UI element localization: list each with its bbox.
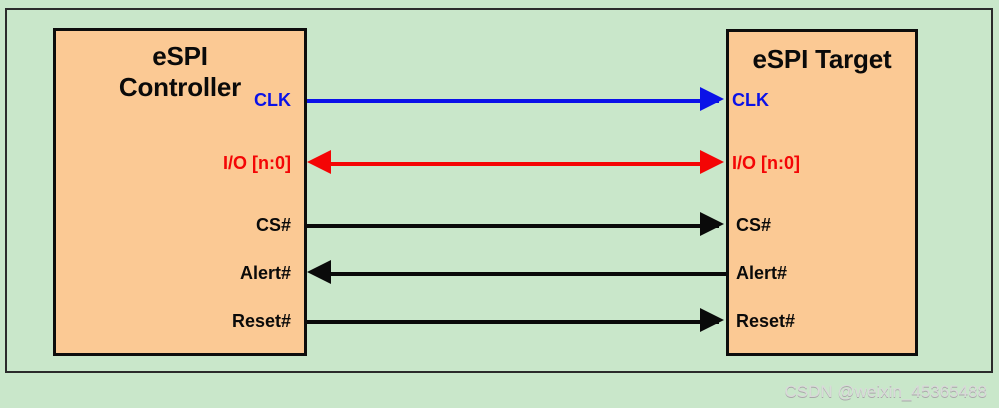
arrowhead-left-io-icon <box>307 150 331 174</box>
wire-clk <box>307 99 719 103</box>
wire-io <box>328 162 700 166</box>
espi-controller-title-line1: eSPI <box>152 41 208 71</box>
arrowhead-right-reset-icon <box>700 308 724 332</box>
espi-controller-title: eSPI Controller <box>56 41 304 103</box>
arrowhead-right-io-icon <box>700 150 724 174</box>
pin-label-io-target: I/O [n:0] <box>732 153 800 173</box>
pin-label-reset-target: Reset# <box>736 311 796 331</box>
espi-target-block: eSPI Target <box>726 29 918 356</box>
espi-target-title: eSPI Target <box>729 44 915 75</box>
pin-label-io-controller: I/O [n:0] <box>223 153 291 173</box>
espi-target-title-line1: eSPI Target <box>752 44 892 74</box>
wire-reset <box>307 320 719 324</box>
pin-label-alert-target: Alert# <box>736 263 788 283</box>
pin-label-cs-controller: CS# <box>255 215 291 235</box>
arrowhead-right-cs-icon <box>700 212 724 236</box>
wire-cs <box>307 224 719 228</box>
espi-controller-title-line2: Controller <box>118 72 242 102</box>
pin-label-alert-controller: Alert# <box>239 263 291 283</box>
espi-controller-block: eSPI Controller <box>53 28 307 356</box>
arrowhead-left-alert-icon <box>307 260 331 284</box>
pin-label-reset-controller: Reset# <box>231 311 291 331</box>
watermark: CSDN @weixin_45365488 <box>784 382 987 401</box>
pin-label-clk-controller: CLK <box>254 90 291 110</box>
pin-label-clk-target: CLK <box>732 90 769 110</box>
wire-alert <box>328 272 726 276</box>
arrowhead-right-clk-icon <box>700 87 724 111</box>
pin-label-cs-target: CS# <box>736 215 772 235</box>
